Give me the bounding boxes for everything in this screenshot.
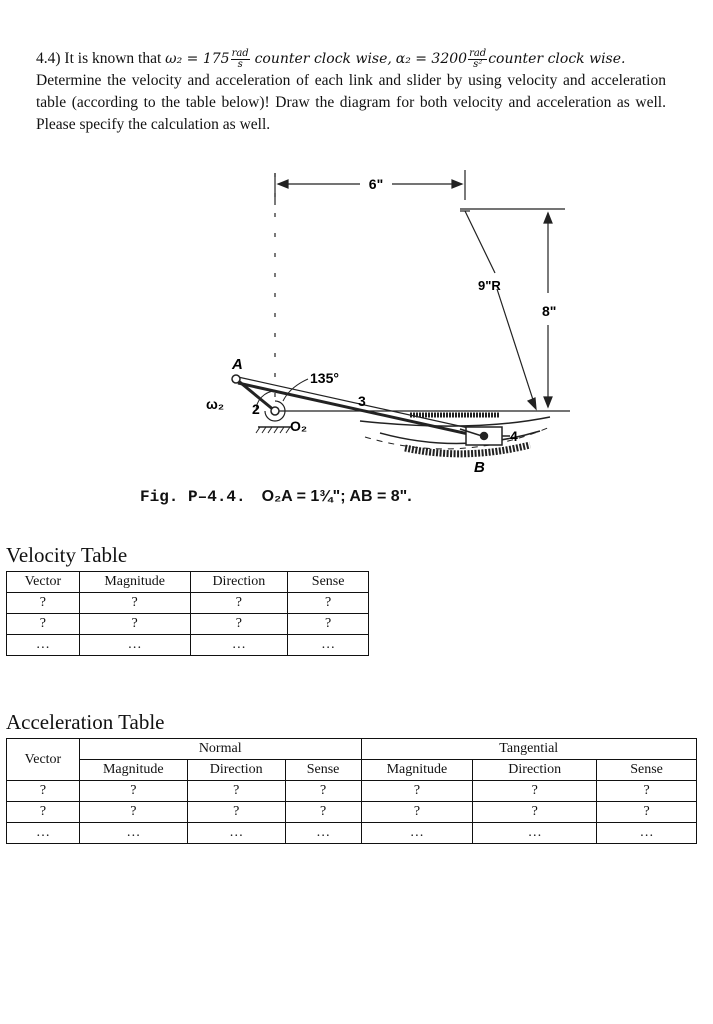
table-cell: ?: [78, 801, 188, 823]
dimension-6: [274, 170, 466, 415]
header-cell: Direction: [186, 759, 286, 781]
header-cell: Direction: [472, 759, 598, 781]
header-cell-normal: Normal: [78, 738, 362, 760]
table-cell: ?: [596, 780, 697, 802]
table-cell: ?: [78, 592, 191, 614]
slider-guide: [359, 412, 551, 458]
table-cell: ?: [284, 801, 362, 823]
table-cell: ?: [78, 780, 188, 802]
table-row: ? ? ? ? ? ? ?: [6, 780, 697, 802]
table-cell: ?: [596, 801, 697, 823]
caption-dimensions: O₂A = 1¾"; AB = 8".: [261, 488, 412, 505]
slider-block: [459, 426, 510, 446]
problem-body: Determine the velocity and acceleration …: [36, 72, 666, 133]
table-row: ? ? ? ?: [6, 592, 369, 614]
alpha-sense: counter clock wise.: [488, 51, 626, 67]
ground-o2: [255, 406, 292, 434]
header-cell: Magnitude: [78, 759, 188, 781]
table-cell: …: [186, 822, 286, 844]
table-cell: ?: [189, 613, 289, 635]
table-row: ? ? ? ?: [6, 613, 369, 635]
header-cell: Sense: [284, 759, 362, 781]
table-cell: …: [6, 822, 80, 844]
figure-caption: Fig. P–4.4. O₂A = 1¾"; AB = 8".: [140, 488, 412, 506]
table-cell: ?: [472, 801, 598, 823]
table-cell: …: [284, 822, 362, 844]
table-cell: …: [189, 634, 289, 656]
table-cell: ?: [287, 592, 369, 614]
acceleration-table: Vector Normal Tangential Magnitude Direc…: [6, 738, 697, 844]
table-cell: ?: [186, 801, 286, 823]
velocity-header-row: Vector Magnitude Direction Sense: [6, 571, 369, 593]
table-cell: …: [78, 822, 188, 844]
header-cell-vector: Vector: [6, 738, 80, 781]
table-cell: ?: [360, 801, 474, 823]
table-cell: ?: [6, 592, 80, 614]
label-link4: 4: [510, 428, 518, 444]
links: [235, 376, 483, 439]
radius-line: [460, 210, 537, 411]
omega-expression: ω₂ = 175: [165, 51, 230, 67]
table-cell: ?: [189, 592, 289, 614]
alpha-expression: α₂ = 3200: [395, 51, 468, 67]
dimension-8: [460, 208, 570, 412]
mechanism-diagram: 6" 8" 9"R: [206, 170, 570, 476]
radius-label: 9"R: [478, 278, 501, 293]
table-cell: ?: [284, 780, 362, 802]
header-cell: Sense: [596, 759, 697, 781]
header-cell: Magnitude: [360, 759, 474, 781]
velocity-table: Vector Magnitude Direction Sense ? ? ? ?…: [6, 571, 369, 656]
velocity-table-title: Velocity Table: [6, 543, 128, 567]
header-cell: Vector: [6, 571, 80, 593]
label-link3: 3: [358, 393, 366, 409]
table-cell: …: [472, 822, 598, 844]
caption-figure-number: Fig. P–4.4.: [140, 488, 246, 506]
table-row: … … … … … … …: [6, 822, 697, 844]
acceleration-group-header-row: Vector Normal Tangential: [6, 738, 697, 781]
table-cell: …: [596, 822, 697, 844]
label-o2: O₂: [290, 418, 307, 434]
table-cell: ?: [360, 780, 474, 802]
acceleration-sub-header-row: Magnitude Direction Sense Magnitude Dire…: [7, 759, 697, 781]
table-cell: …: [360, 822, 474, 844]
pin-a: [231, 374, 241, 384]
omega-sense: counter clock wise,: [254, 51, 392, 67]
header-cell: Direction: [189, 571, 289, 593]
header-cell: Magnitude: [78, 571, 191, 593]
table-cell: ?: [186, 780, 286, 802]
label-link2: 2: [252, 401, 260, 417]
table-cell: ?: [472, 780, 598, 802]
dim-6-label: 6": [369, 176, 383, 192]
label-b: B: [474, 459, 485, 476]
dim-8-label: 8": [542, 303, 556, 319]
table-cell: ?: [6, 613, 80, 635]
table-cell: …: [78, 634, 191, 656]
header-cell-tangential: Tangential: [360, 738, 697, 760]
angle-leader: [282, 378, 309, 402]
label-omega2: ω₂: [206, 396, 224, 412]
header-cell: Sense: [287, 571, 369, 593]
label-a: A: [231, 356, 243, 373]
table-cell: …: [287, 634, 369, 656]
table-cell: …: [6, 634, 80, 656]
table-cell: ?: [287, 613, 369, 635]
label-angle: 135°: [310, 370, 339, 386]
acceleration-table-title: Acceleration Table: [6, 710, 165, 734]
problem-number: 4.4): [36, 50, 61, 67]
table-row: … … … …: [6, 634, 369, 656]
table-cell: ?: [6, 780, 80, 802]
table-cell: ?: [6, 801, 80, 823]
table-row: ? ? ? ? ? ? ?: [6, 801, 697, 823]
known-text: It is known that: [64, 50, 162, 67]
table-cell: ?: [78, 613, 191, 635]
